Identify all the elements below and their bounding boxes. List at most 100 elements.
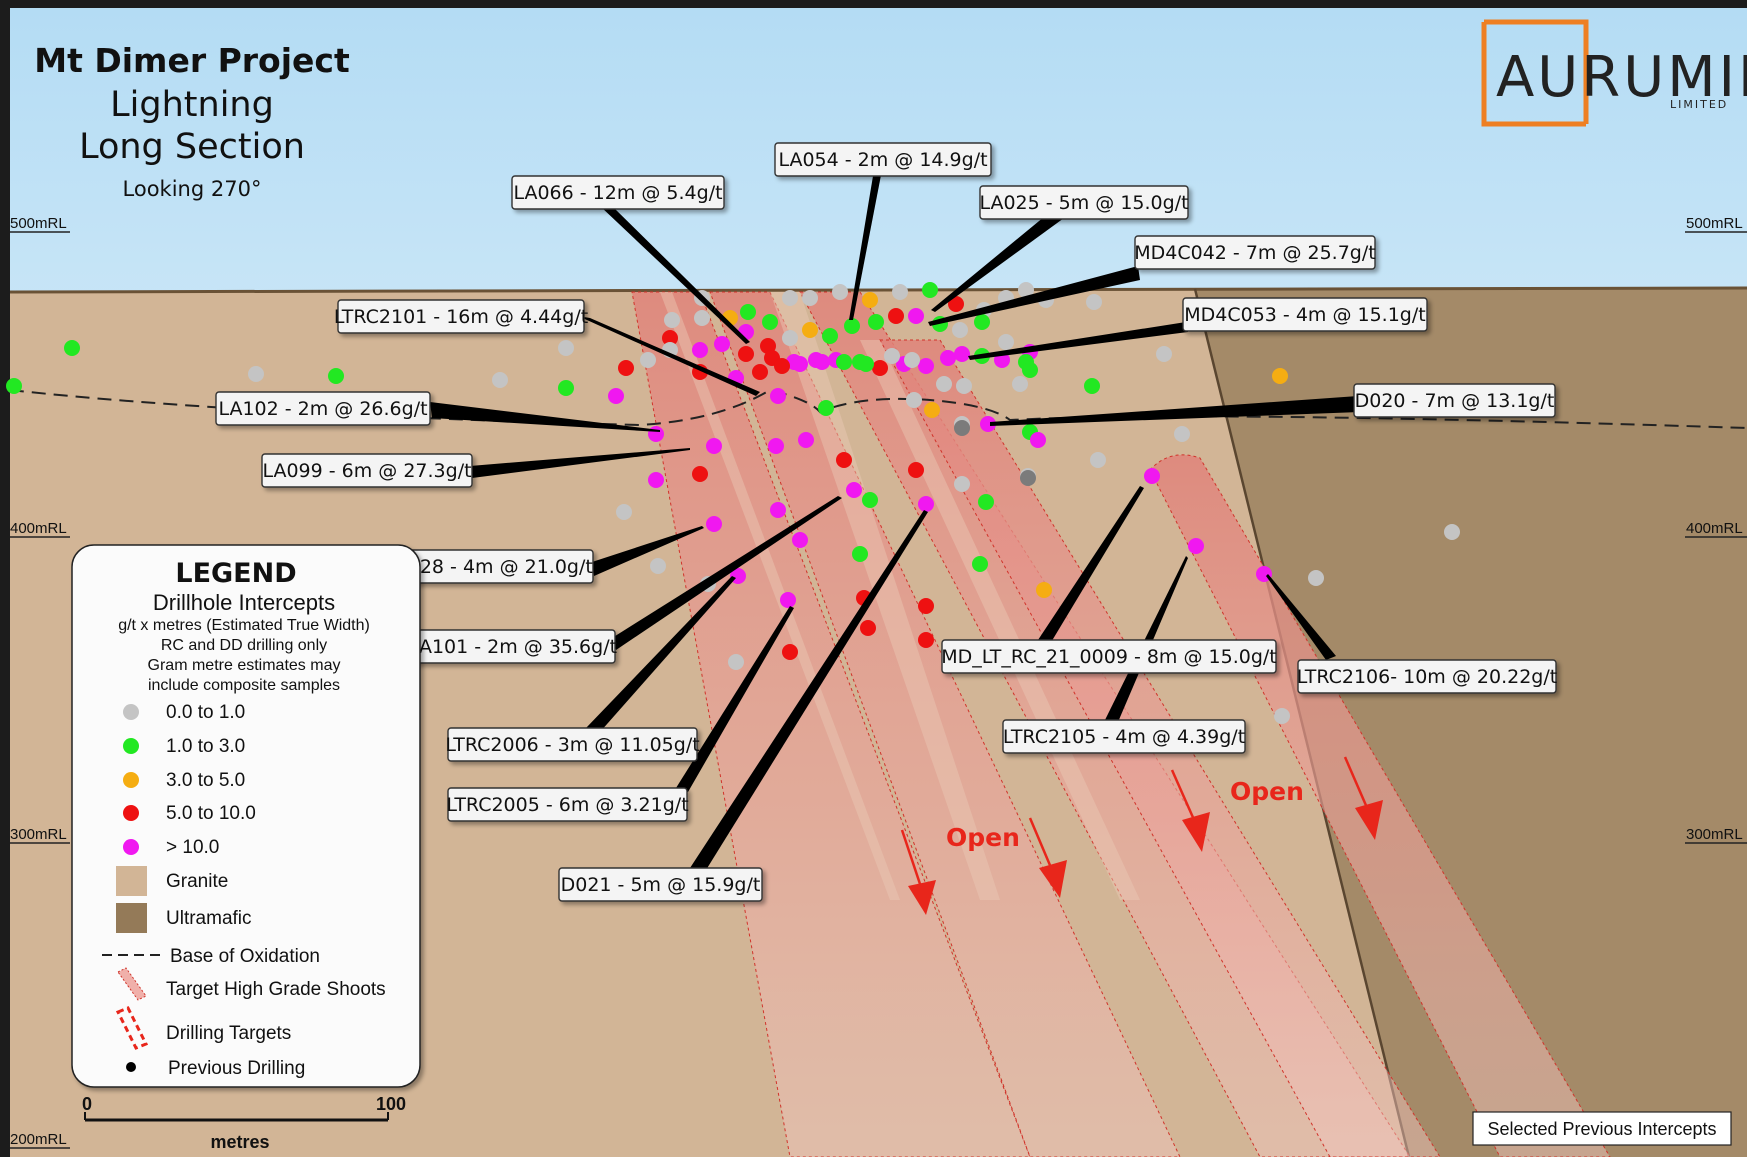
intercept-dot (780, 592, 796, 608)
callout-box (558, 867, 763, 902)
callout-label: MD4C053 - 4m @ 15.1g/t (1184, 304, 1425, 326)
intercept-dot (908, 462, 924, 478)
leader-la066 (600, 206, 750, 344)
callout-label: LA101 - 2m @ 35.6g/t (408, 636, 617, 658)
callout-label: D020 - 7m @ 13.1g/t (1355, 390, 1555, 412)
intercept-callout: LA102 - 2m @ 26.6g/t (215, 391, 431, 426)
callout-label: MD4C042 - 7m @ 25.7g/t (1134, 242, 1375, 264)
legend-note-4: include composite samples (148, 677, 340, 694)
intercept-dot (616, 504, 632, 520)
intercept-dot (706, 438, 722, 454)
legend-shoots: Target High Grade Shoots (166, 979, 386, 1000)
callout-label: LTRC2105 - 4m @ 4.39g/t (1003, 726, 1245, 748)
intercept-callout: LTRC2006 - 3m @ 11.05g/t (445, 727, 700, 762)
rl-400-left: 400mRL (10, 520, 67, 537)
intercept-dot (648, 472, 664, 488)
footer-note: Selected Previous Intercepts (1472, 1111, 1732, 1146)
legend-grade-5: > 10.0 (166, 837, 219, 858)
intercept-callout: D020 - 7m @ 13.1g/t (1353, 383, 1556, 418)
leader-ltrc2005 (676, 606, 794, 792)
legend-grade-3: 3.0 to 5.0 (166, 770, 245, 791)
intercept-callout: LA025 - 5m @ 15.0g/t (979, 185, 1189, 220)
open-label-2: Open (1230, 777, 1304, 806)
leader-ltrc2101 (578, 316, 760, 396)
intercept-dot (862, 492, 878, 508)
intercept-dot (918, 598, 934, 614)
intercept-dot (832, 284, 848, 300)
leader-md4c053 (968, 322, 1188, 360)
intercept-dot (818, 400, 834, 416)
intercept-callout: LA054 - 2m @ 14.9g/t (774, 142, 992, 177)
intercept-dot (1030, 432, 1046, 448)
leader-la102 (430, 402, 660, 432)
rl-500-right: 500mRL (1686, 215, 1743, 232)
intercept-dot (650, 558, 666, 574)
legend-swatch-targets (115, 1006, 149, 1050)
intercept-dot (792, 532, 808, 548)
intercept-dot (706, 516, 722, 532)
logo-bracket-top (1484, 19, 1589, 124)
intercept-dot (694, 310, 710, 326)
scale-end: 100 (376, 1094, 406, 1114)
callout-box (215, 391, 431, 426)
intercept-dot (1012, 376, 1028, 392)
intercept-dot (728, 654, 744, 670)
logo-bracket-bottom (1481, 22, 1586, 127)
leader-d028 (592, 526, 704, 576)
intercept-dot (836, 452, 852, 468)
legend-note-3: Gram metre estimates may (148, 657, 341, 674)
open-arrows: Open Open (900, 756, 1383, 915)
intercept-dot (1022, 362, 1038, 378)
intercept-dot (1274, 708, 1290, 724)
callout-label: LTRC2101 - 16m @ 4.44g/t (334, 306, 588, 328)
callout-label: D028 - 4m @ 21.0g/t (393, 556, 593, 578)
scale-unit: metres (210, 1132, 269, 1152)
legend-note-1: g/t x metres (Estimated True Width) (118, 617, 370, 634)
open-arrow-3 (1170, 769, 1210, 852)
callout-label: MD_LT_RC_21_0009 - 8m @ 15.0g/t (941, 646, 1276, 668)
callout-box (979, 185, 1189, 220)
intercept-dot (648, 426, 664, 442)
drill-intercepts (6, 282, 1460, 724)
leader-ltrc2006 (586, 576, 736, 732)
intercept-dot (1036, 582, 1052, 598)
callout-label: LA102 - 2m @ 26.6g/t (218, 398, 427, 420)
logo-subtext: LIMITED (1670, 98, 1728, 111)
intercept-dot (6, 378, 22, 394)
legend: LEGEND Drillhole Intercepts g/t x metres… (71, 544, 421, 1088)
intercept-dot (328, 368, 344, 384)
callout-box (774, 142, 992, 177)
intercept-dot (954, 346, 970, 362)
rl-500-left: 500mRL (10, 215, 67, 232)
intercept-dot (774, 358, 790, 374)
legend-swatch-ultramafic (116, 903, 147, 933)
intercept-dot (872, 360, 888, 376)
intercept-dot (954, 420, 970, 436)
callout-label: D021 - 5m @ 15.9g/t (561, 874, 761, 896)
intercept-dot (892, 284, 908, 300)
footer-text: Selected Previous Intercepts (1487, 1119, 1716, 1139)
intercept-dot (918, 496, 934, 512)
callout-box (1182, 297, 1428, 332)
intercept-callout: D028 - 4m @ 21.0g/t (392, 549, 594, 584)
intercept-callout: LA101 - 2m @ 35.6g/t (408, 629, 617, 664)
intercept-dot (740, 304, 756, 320)
legend-note-2: RC and DD drilling only (161, 637, 327, 654)
legend-swatch-granite (116, 866, 147, 896)
intercept-dot (860, 620, 876, 636)
intercept-callout: LTRC2105 - 4m @ 4.39g/t (1002, 719, 1246, 754)
scale-bar: 0 100 metres (82, 1094, 406, 1152)
shoot-strip-3 (860, 340, 1140, 900)
callout-box (941, 639, 1277, 674)
legend-swatch-previous (126, 1062, 136, 1072)
intercept-dot (664, 312, 680, 328)
callout-label: LA099 - 6m @ 27.3g/t (262, 460, 471, 482)
intercept-dot (1188, 538, 1204, 554)
legend-targets: Drilling Targets (166, 1023, 291, 1044)
intercept-dot (822, 328, 838, 344)
intercept-dot (852, 546, 868, 562)
elevation-axis: 500mRL 500mRL 400mRL 400mRL 300mRL 300mR… (10, 215, 1747, 1149)
leader-la099 (470, 448, 690, 478)
intercept-dot (640, 352, 656, 368)
